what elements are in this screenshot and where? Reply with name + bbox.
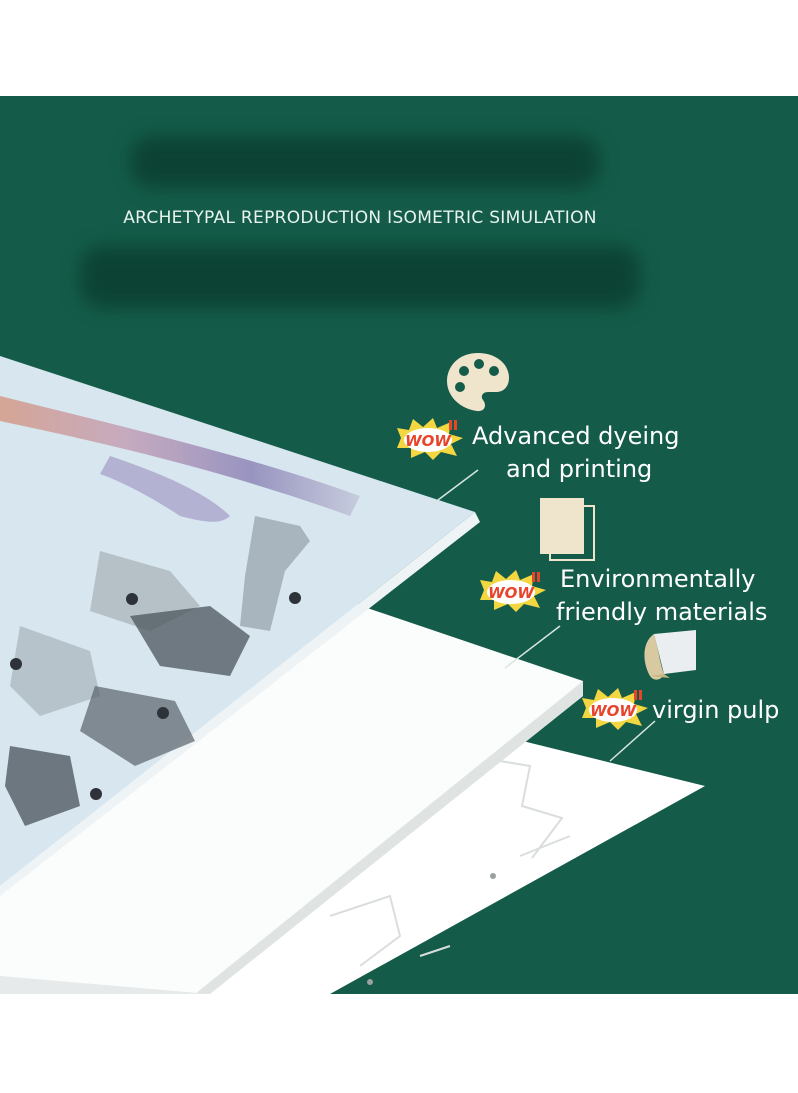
feature-line: Advanced dyeing — [472, 422, 680, 450]
svg-text:WOW: WOW — [405, 432, 452, 450]
paper-icon — [540, 498, 595, 561]
paper-curl-icon — [644, 630, 696, 680]
banner-headline: ARCHETYPAL REPRODUCTION ISOMETRIC SIMULA… — [123, 208, 597, 228]
feature-eco-materials: Environmentally friendly materials — [556, 563, 767, 629]
blurred-subtitle-bar — [80, 246, 640, 308]
pointer-line — [429, 469, 479, 507]
feature-line: friendly materials — [556, 598, 768, 626]
feature-dyeing-printing: Advanced dyeing and printing — [472, 420, 680, 486]
wow-badge-icon: WOW — [480, 570, 546, 612]
pointer-line — [609, 720, 656, 762]
feature-line: virgin pulp — [652, 696, 780, 724]
printed-puzzle-sheet — [0, 356, 480, 896]
pointer-line — [504, 625, 561, 669]
feature-line: and printing — [506, 455, 653, 483]
wow-badge-icon: WOW — [397, 418, 463, 460]
layered-sheets-illustration — [0, 356, 705, 994]
blurred-title-bar — [130, 136, 600, 188]
product-banner: ARCHETYPAL REPRODUCTION ISOMETRIC SIMULA… — [0, 96, 798, 994]
feature-virgin-pulp: virgin pulp — [652, 694, 779, 727]
svg-text:WOW: WOW — [488, 584, 535, 602]
palette-icon — [447, 353, 509, 412]
feature-line: Environmentally — [560, 565, 756, 593]
wow-badge-icon: WOW — [582, 688, 648, 730]
svg-text:WOW: WOW — [590, 702, 637, 720]
